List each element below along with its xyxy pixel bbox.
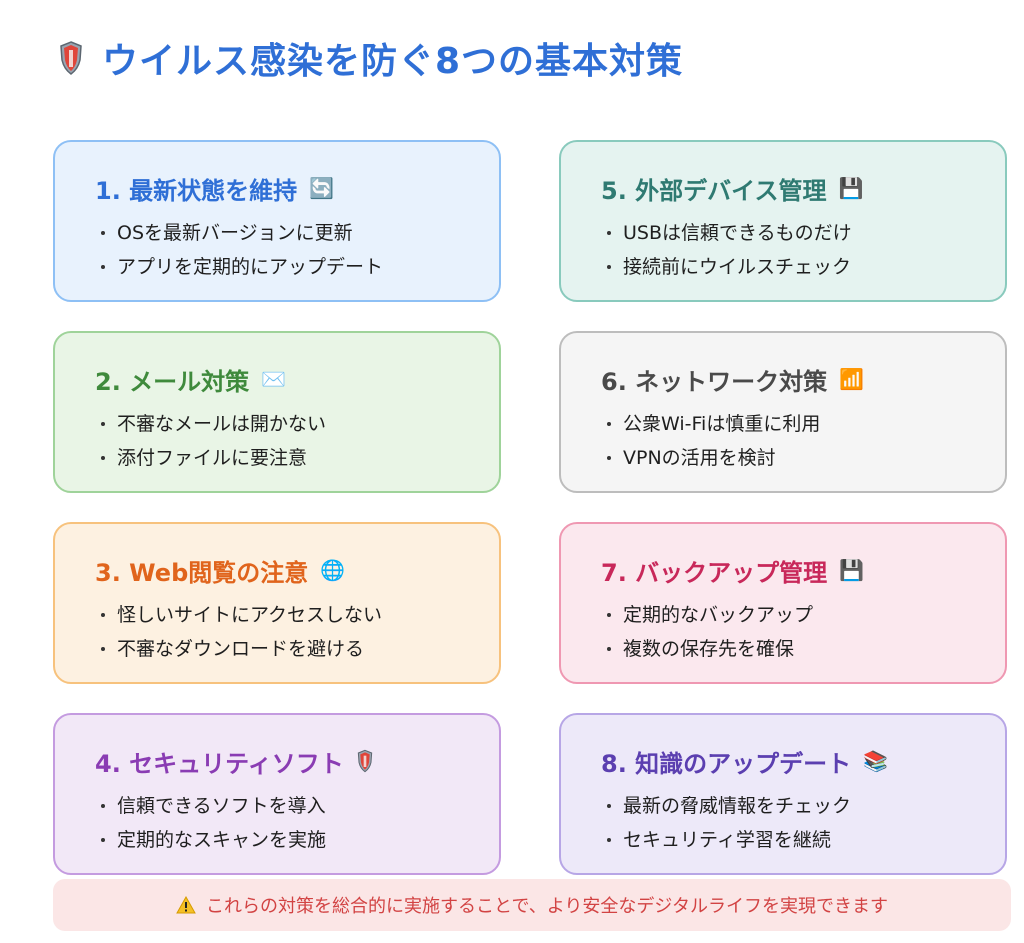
bullet xyxy=(607,838,611,842)
shield-icon xyxy=(58,40,84,76)
list-item: 不審なメールは開かない xyxy=(95,407,499,441)
card-backup: 7. バックアップ管理 💾 定期的なバックアップ 複数の保存先を確保 xyxy=(559,522,1007,684)
bullet xyxy=(101,231,105,235)
list-item: 最新の脅威情報をチェック xyxy=(601,789,1005,823)
card-list: 不審なメールは開かない 添付ファイルに要注意 xyxy=(95,407,499,475)
card-heading: 4. セキュリティソフト xyxy=(95,743,499,779)
list-item-text: 定期的なバックアップ xyxy=(623,604,814,626)
card-list: 最新の脅威情報をチェック セキュリティ学習を継続 xyxy=(601,789,1005,857)
card-heading: 7. バックアップ管理 💾 xyxy=(601,552,1005,588)
footer-note: これらの対策を総合的に実施することで、より安全なデジタルライフを実現できます xyxy=(53,879,1011,931)
list-item: アプリを定期的にアップデート xyxy=(95,250,499,284)
bullet xyxy=(607,265,611,269)
card-knowledge-update: 8. 知識のアップデート 📚 最新の脅威情報をチェック セキュリティ学習を継続 xyxy=(559,713,1007,875)
list-item: OSを最新バージョンに更新 xyxy=(95,216,499,250)
list-item-text: VPNの活用を検討 xyxy=(623,447,776,469)
bullet xyxy=(101,613,105,617)
card-title: 5. 外部デバイス管理 xyxy=(601,176,827,205)
card-security-software: 4. セキュリティソフト 信頼できるソフトを導入 定期的なスキャンを実施 xyxy=(53,713,501,875)
card-list: 信頼できるソフトを導入 定期的なスキャンを実施 xyxy=(95,789,499,857)
list-item-text: 定期的なスキャンを実施 xyxy=(117,829,327,851)
footer-text: これらの対策を総合的に実施することで、より安全なデジタルライフを実現できます xyxy=(205,896,889,917)
card-keep-updated: 1. 最新状態を維持 🔄 OSを最新バージョンに更新 アプリを定期的にアップデー… xyxy=(53,140,501,302)
list-item-text: 添付ファイルに要注意 xyxy=(117,447,308,469)
card-heading: 6. ネットワーク対策 📶 xyxy=(601,361,1005,397)
bullet xyxy=(101,265,105,269)
bullet xyxy=(101,804,105,808)
card-email: 2. メール対策 ✉️ 不審なメールは開かない 添付ファイルに要注意 xyxy=(53,331,501,493)
warning-icon xyxy=(176,895,196,914)
list-item-text: 複数の保存先を確保 xyxy=(623,638,795,660)
list-item-text: セキュリティ学習を継続 xyxy=(623,829,831,851)
bullet xyxy=(101,422,105,426)
list-item: 不審なダウンロードを避ける xyxy=(95,632,499,666)
list-item-text: アプリを定期的にアップデート xyxy=(117,256,384,278)
bullet xyxy=(101,838,105,842)
list-item: 信頼できるソフトを導入 xyxy=(95,789,499,823)
globe-icon: 🌐 xyxy=(320,558,346,582)
floppy-disk-icon: 💾 xyxy=(838,176,864,200)
list-item: VPNの活用を検討 xyxy=(601,441,1005,475)
list-item-text: 信頼できるソフトを導入 xyxy=(117,795,326,817)
list-item: USBは信頼できるものだけ xyxy=(601,216,1005,250)
floppy-disk-icon: 💾 xyxy=(839,558,865,582)
bullet xyxy=(607,613,611,617)
list-item: 定期的なバックアップ xyxy=(601,598,1005,632)
signal-bars-icon: 📶 xyxy=(839,367,865,391)
shield-icon xyxy=(356,749,374,773)
card-list: 定期的なバックアップ 複数の保存先を確保 xyxy=(601,598,1005,666)
list-item-text: OSを最新バージョンに更新 xyxy=(117,222,353,244)
envelope-icon: ✉️ xyxy=(261,367,287,391)
card-title: 4. セキュリティソフト xyxy=(95,749,344,778)
bullet xyxy=(607,804,611,808)
list-item: 怪しいサイトにアクセスしない xyxy=(95,598,499,632)
card-title: 7. バックアップ管理 xyxy=(601,558,828,587)
card-title: 2. メール対策 xyxy=(95,367,250,396)
card-list: OSを最新バージョンに更新 アプリを定期的にアップデート xyxy=(95,216,499,284)
list-item: 添付ファイルに要注意 xyxy=(95,441,499,475)
bullet xyxy=(101,647,105,651)
list-item-text: 最新の脅威情報をチェック xyxy=(623,795,852,817)
card-heading: 8. 知識のアップデート 📚 xyxy=(601,743,1005,779)
card-web-browsing: 3. Web閲覧の注意 🌐 怪しいサイトにアクセスしない 不審なダウンロードを避… xyxy=(53,522,501,684)
bullet xyxy=(101,456,105,460)
refresh-icon: 🔄 xyxy=(309,176,335,200)
list-item-text: 不審なダウンロードを避ける xyxy=(117,638,365,660)
card-list: 怪しいサイトにアクセスしない 不審なダウンロードを避ける xyxy=(95,598,499,666)
card-network: 6. ネットワーク対策 📶 公衆Wi-Fiは慎重に利用 VPNの活用を検討 xyxy=(559,331,1007,493)
list-item: 公衆Wi-Fiは慎重に利用 xyxy=(601,407,1005,441)
bullet xyxy=(607,422,611,426)
card-external-devices: 5. 外部デバイス管理 💾 USBは信頼できるものだけ 接続前にウイルスチェック xyxy=(559,140,1007,302)
card-heading: 5. 外部デバイス管理 💾 xyxy=(601,170,1005,206)
list-item: 定期的なスキャンを実施 xyxy=(95,823,499,857)
card-list: USBは信頼できるものだけ 接続前にウイルスチェック xyxy=(601,216,1005,284)
list-item: 複数の保存先を確保 xyxy=(601,632,1005,666)
bullet xyxy=(607,647,611,651)
card-title: 8. 知識のアップデート xyxy=(601,749,852,778)
bullet xyxy=(607,456,611,460)
list-item: セキュリティ学習を継続 xyxy=(601,823,1005,857)
bullet xyxy=(607,231,611,235)
card-title: 1. 最新状態を維持 xyxy=(95,176,298,205)
card-list: 公衆Wi-Fiは慎重に利用 VPNの活用を検討 xyxy=(601,407,1005,475)
list-item-text: 公衆Wi-Fiは慎重に利用 xyxy=(623,413,821,435)
card-title: 3. Web閲覧の注意 xyxy=(95,558,309,587)
list-item-text: USBは信頼できるものだけ xyxy=(623,222,852,244)
page-title: ウイルス感染を防ぐ8つの基本対策 xyxy=(58,28,683,88)
list-item-text: 不審なメールは開かない xyxy=(117,413,327,435)
books-icon: 📚 xyxy=(863,749,889,773)
card-heading: 1. 最新状態を維持 🔄 xyxy=(95,170,499,206)
list-item-text: 怪しいサイトにアクセスしない xyxy=(117,604,383,626)
list-item: 接続前にウイルスチェック xyxy=(601,250,1005,284)
page-title-text: ウイルス感染を防ぐ8つの基本対策 xyxy=(102,41,684,82)
card-title: 6. ネットワーク対策 xyxy=(601,367,828,396)
list-item-text: 接続前にウイルスチェック xyxy=(623,256,852,278)
card-heading: 2. メール対策 ✉️ xyxy=(95,361,499,397)
card-heading: 3. Web閲覧の注意 🌐 xyxy=(95,552,499,588)
